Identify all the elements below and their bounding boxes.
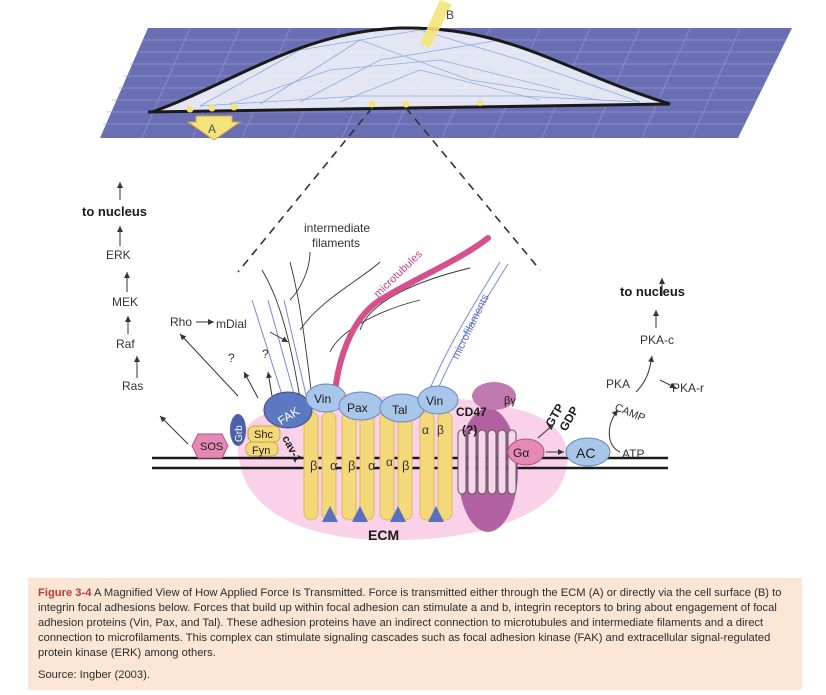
force-a-arrow: A <box>186 115 242 141</box>
label-a: A <box>208 122 216 136</box>
integrins <box>303 411 453 522</box>
label-b: B <box>446 8 454 22</box>
label-sos: SOS <box>200 441 223 453</box>
g-protein <box>507 437 611 467</box>
label-fyn: Fyn <box>252 445 270 457</box>
label-int-a1: α <box>330 458 338 473</box>
label-beta-gamma: βγ <box>504 395 516 407</box>
label-q1: ? <box>228 351 235 365</box>
cell-dome <box>147 26 671 114</box>
label-ecm: ECM <box>368 527 399 543</box>
label-mek: MEK <box>112 295 138 309</box>
label-int-a3: α <box>386 455 393 469</box>
right-pathway-arrows <box>537 278 677 455</box>
label-raf: Raf <box>116 337 135 351</box>
label-int-a2: α <box>368 458 376 473</box>
label-pka: PKA <box>606 377 630 391</box>
caption-box: Figure 3-4 A Magnified View of How Appli… <box>28 578 802 690</box>
figure-diagram: B A intermediate filaments microtubules … <box>82 0 792 543</box>
caption-label: Figure 3-4 <box>38 587 92 599</box>
caption-source: Source: Ingber (2003). <box>38 669 150 681</box>
label-int-a4: α <box>422 423 429 437</box>
caption-text: A Magnified View of How Applied Force Is… <box>38 587 782 659</box>
figure-caption: Figure 3-4 A Magnified View of How Appli… <box>38 586 794 661</box>
left-pathway-arrows <box>117 182 289 445</box>
label-to-nucleus-right: to nucleus <box>620 284 685 299</box>
label-atp: ATP <box>622 447 644 461</box>
force-b-arrow: B <box>420 0 454 48</box>
label-vin-1: Vin <box>314 392 331 406</box>
adaptor-proteins <box>191 414 281 459</box>
label-pax: Pax <box>347 401 368 415</box>
label-q2: ? <box>262 347 269 361</box>
label-int-b4: β <box>437 423 444 437</box>
label-int-b3: β <box>402 458 409 473</box>
label-cd47-q: (?) <box>462 423 477 437</box>
label-vin-2: Vin <box>426 394 443 408</box>
label-pkac: PKA-c <box>640 333 674 347</box>
label-int-b2: β <box>348 458 355 473</box>
label-shc: Shc <box>254 429 273 441</box>
label-ras: Ras <box>122 379 143 393</box>
label-galpha: Gα <box>513 446 529 460</box>
label-tal: Tal <box>392 403 407 417</box>
focal-adhesion-proteins <box>263 383 459 429</box>
label-to-nucleus-left: to nucleus <box>82 204 147 219</box>
label-intermediate-2: filaments <box>312 236 360 250</box>
label-intermediate-1: intermediate <box>304 221 370 235</box>
label-int-b1: β <box>310 458 317 473</box>
label-camp: CAMP <box>613 402 647 425</box>
intermediate-filaments <box>261 251 471 399</box>
label-grb: Grb <box>234 425 245 442</box>
label-cd47: CD47 <box>456 405 487 419</box>
zoom-lines <box>237 107 541 273</box>
label-mdial: mDial <box>216 317 247 331</box>
label-pkar: PKA-r <box>672 381 704 395</box>
label-rho: Rho <box>170 315 192 329</box>
cd47-receptor <box>457 382 518 532</box>
label-ac: AC <box>576 445 595 461</box>
label-erk: ERK <box>106 248 131 262</box>
label-microfilaments: microfilaments <box>450 292 492 361</box>
microtubule <box>331 235 491 409</box>
